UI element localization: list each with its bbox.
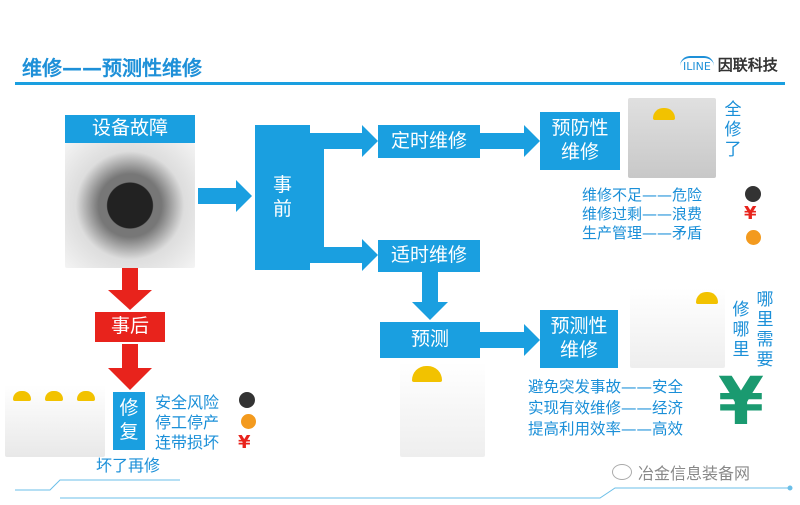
page-title: 维修——预测性维修 xyxy=(22,56,202,80)
alarm-clock-icon xyxy=(746,230,761,245)
arrow-to-after xyxy=(108,268,152,310)
watermark-text: 冶金信息装备网 xyxy=(638,464,751,483)
arrow-to-before xyxy=(198,180,252,212)
header-divider xyxy=(15,82,785,85)
predictive-maintenance-box: 预测性维修 xyxy=(540,310,618,368)
hardhat-icon xyxy=(45,391,63,401)
logo: ILINE 因联科技 xyxy=(680,54,778,75)
bomb-icon xyxy=(239,392,255,408)
note: 停工停产 xyxy=(155,413,220,432)
before-label: 事前 xyxy=(272,173,292,220)
fault-box: 设备故障 xyxy=(65,115,195,143)
repair-label: 修复 xyxy=(119,397,139,443)
arrow-to-repair xyxy=(108,344,152,390)
arrow-to-scheduled xyxy=(310,125,378,157)
gears-image xyxy=(65,143,195,268)
timely-maintenance-box: 适时维修 xyxy=(378,240,480,272)
note: 实现有效维修——经济 xyxy=(528,399,684,417)
hardhat-icon xyxy=(696,292,718,304)
arrow-to-preventive xyxy=(480,125,540,157)
green-yen-icon: ¥ xyxy=(718,363,764,440)
watermark: 冶金信息装备网 xyxy=(612,460,750,484)
wechat-icon xyxy=(612,464,632,480)
scheduled-maintenance-box: 定时维修 xyxy=(378,125,480,158)
all-repaired-label: 全修了 xyxy=(724,100,742,160)
worker-wrench-image xyxy=(628,98,716,178)
predict-box: 预测 xyxy=(380,322,480,358)
logo-company: 因联科技 xyxy=(717,56,778,74)
repair-box: 修复 xyxy=(113,392,145,450)
note: 维修不足——危险 xyxy=(582,186,703,204)
bomb-icon xyxy=(745,186,761,202)
preventive-maintenance-box: 预防性维修 xyxy=(540,112,620,170)
after-box: 事后 xyxy=(95,312,165,342)
yen-icon: ¥ xyxy=(238,432,251,453)
workers-tools-image xyxy=(5,385,105,457)
logo-cloud-icon: ILINE xyxy=(680,56,714,73)
yen-icon: ¥ xyxy=(744,203,757,224)
note: 生产管理——矛盾 xyxy=(582,224,703,242)
hardhat-icon xyxy=(653,108,675,120)
predictive-notes: 避免突发事故——安全 实现有效维修——经济 提高利用效率——高效 xyxy=(528,377,683,440)
preventive-notes: 维修不足——危险 维修过剩——浪费 生产管理——矛盾 xyxy=(582,186,702,243)
hardhat-icon xyxy=(13,391,31,401)
note: 维修过剩——浪费 xyxy=(582,205,703,223)
where-needed-label: 哪里需要 xyxy=(756,290,774,370)
hardhat-icon xyxy=(77,391,95,401)
before-box: 事前 xyxy=(255,125,310,270)
repair-after-break-label: 坏了再修 xyxy=(96,456,161,475)
arrow-to-predictive xyxy=(480,324,540,356)
repair-where-label: 修哪里 xyxy=(732,300,750,360)
arrow-to-predict xyxy=(412,272,448,320)
note: 连带损坏 xyxy=(155,433,220,452)
note: 避免突发事故——安全 xyxy=(528,378,684,396)
note: 提高利用效率——高效 xyxy=(528,420,684,438)
hardhat-icon xyxy=(412,366,442,382)
worker-cart-image xyxy=(630,288,725,368)
worker-laptop-image xyxy=(400,362,485,457)
arrow-to-timely xyxy=(310,239,378,271)
note: 安全风险 xyxy=(155,393,220,412)
repair-notes: 安全风险 停工停产 连带损坏 xyxy=(155,393,219,453)
alarm-clock-icon xyxy=(241,414,256,429)
